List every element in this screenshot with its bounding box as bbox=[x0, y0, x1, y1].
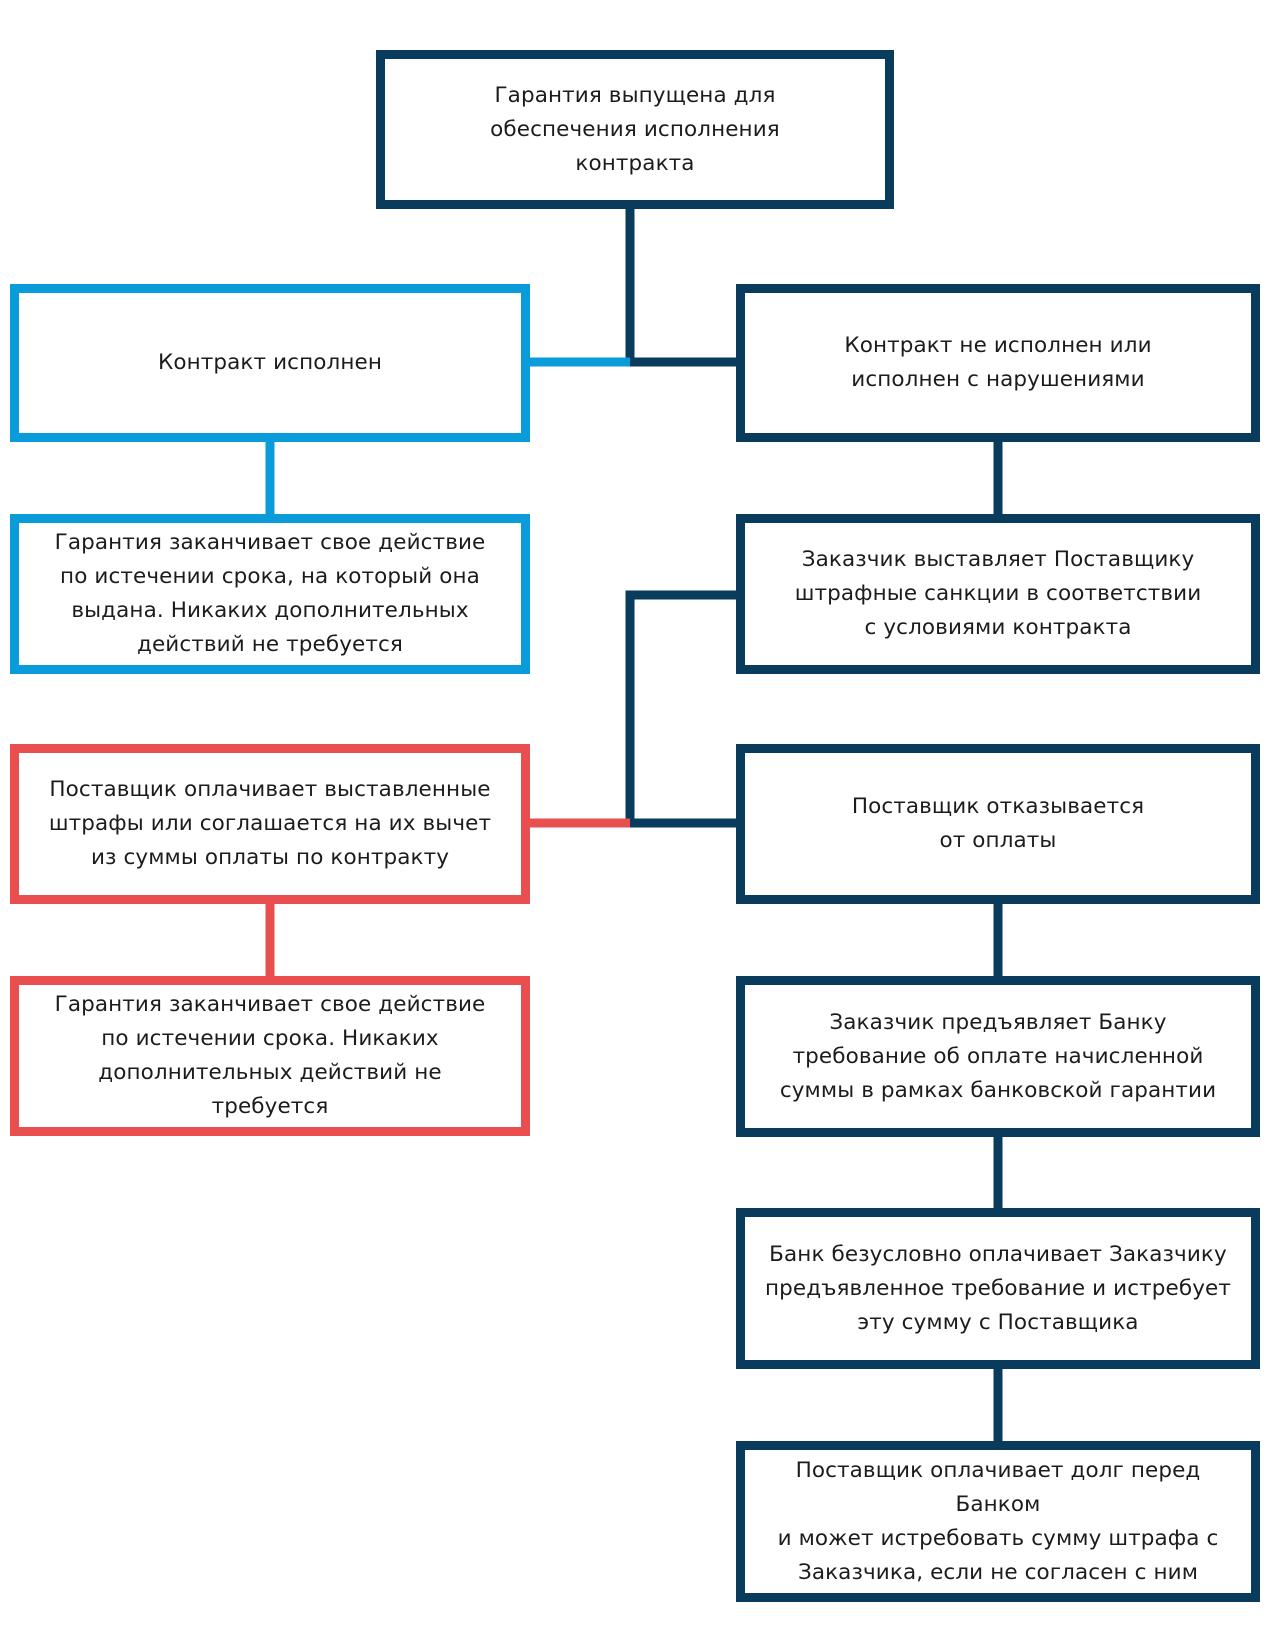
box-paid-guarantee-expires: Гарантия заканчивает свое действие по ис… bbox=[10, 976, 530, 1136]
box-supplier-pays-penalties-text: Поставщик оплачивает выставленные штрафы… bbox=[48, 777, 492, 870]
box-performed-guarantee-expires: Гарантия заканчивает свое действие по ис… bbox=[10, 514, 530, 674]
box-performed-guarantee-expires-text: Гарантия заканчивает свое действие по ис… bbox=[54, 530, 486, 657]
box-contract-performed: Контракт исполнен bbox=[10, 284, 530, 442]
box-bank-pays-customer-text: Банк безусловно оплачивает Заказчику пре… bbox=[765, 1241, 1231, 1335]
box-supplier-refuses: Поставщик отказывается от оплаты bbox=[736, 744, 1260, 904]
box-claim-to-bank: Заказчик предъявляет Банку требование об… bbox=[736, 976, 1260, 1137]
box-contract-performed-text: Контракт исполнен bbox=[158, 350, 382, 375]
box-supplier-repays-bank: Поставщик оплачивает долг перед Банком и… bbox=[736, 1441, 1260, 1602]
box-guarantee-issued-text: Гарантия выпущена для обеспечения исполн… bbox=[490, 82, 780, 176]
box-supplier-repays-bank-text: Поставщик оплачивает долг перед Банком и… bbox=[777, 1457, 1219, 1585]
box-customer-issues-penalties-text: Заказчик выставляет Поставщику штрафные … bbox=[794, 547, 1202, 640]
box-guarantee-issued: Гарантия выпущена для обеспечения исполн… bbox=[376, 50, 894, 209]
box-contract-not-performed-text: Контракт не исполнен или исполнен с нару… bbox=[844, 333, 1152, 392]
box-paid-guarantee-expires-text: Гарантия заканчивает свое действие по ис… bbox=[54, 992, 486, 1119]
box-customer-issues-penalties: Заказчик выставляет Поставщику штрафные … bbox=[736, 514, 1260, 674]
box-bank-pays-customer: Банк безусловно оплачивает Заказчику пре… bbox=[736, 1208, 1260, 1369]
box-supplier-refuses-text: Поставщик отказывается от оплаты bbox=[851, 794, 1145, 853]
connector-penalties-branch bbox=[625, 590, 740, 828]
box-contract-not-performed: Контракт не исполнен или исполнен с нару… bbox=[736, 284, 1260, 442]
box-claim-to-bank-text: Заказчик предъявляет Банку требование об… bbox=[779, 1009, 1217, 1103]
box-supplier-pays-penalties: Поставщик оплачивает выставленные штрафы… bbox=[10, 744, 530, 904]
